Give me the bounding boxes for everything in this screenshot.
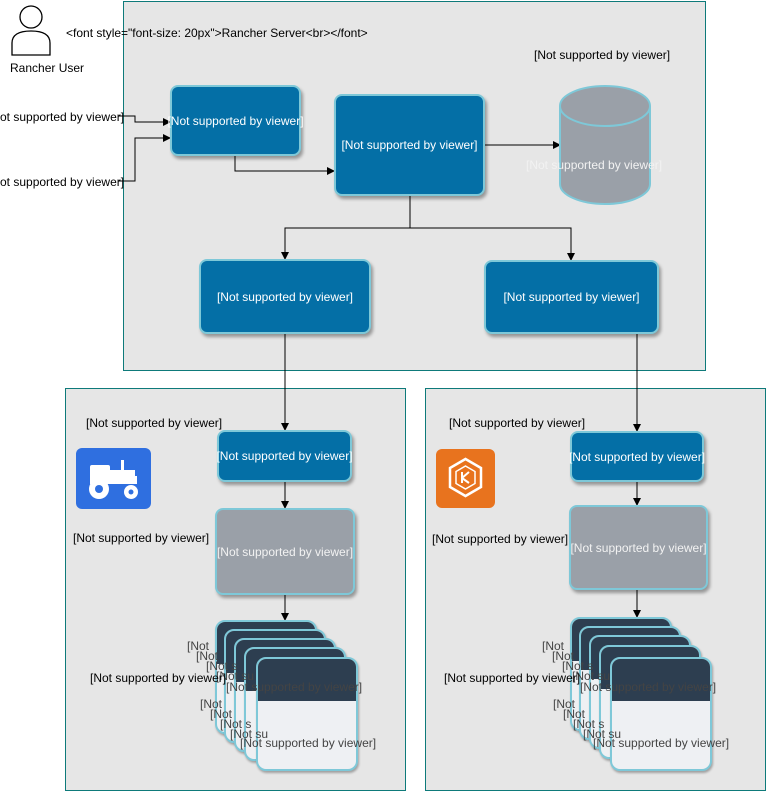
right-cluster-label: [Not supported by viewer] xyxy=(449,416,586,430)
child-box-right[interactable]: [Not supported by viewer] xyxy=(484,260,659,334)
right-stack-label-f: [Not xyxy=(553,697,576,711)
right-stack-label-i: [Not su xyxy=(583,727,622,741)
right-grey-side-label: [Not supported by viewer] xyxy=(432,532,569,546)
left-stack-label-j: [Not supported by viewer] xyxy=(240,736,377,750)
right-agent-label: [Not supported by viewer] xyxy=(568,449,706,464)
right-stack-label-j: [Not supported by viewer] xyxy=(593,736,730,750)
database-label: [Not supported by viewer] xyxy=(526,158,663,172)
left-stack-label-h: [Not s xyxy=(220,717,252,731)
right-grey-label: [Not supported by viewer] xyxy=(570,540,707,555)
right-node-card-5[interactable] xyxy=(610,657,712,771)
left-stack-label-f: [Not xyxy=(200,697,223,711)
right-stack-label-d: [Not su xyxy=(572,669,611,683)
left-stack-label-e: [Not supported by viewer] xyxy=(226,680,363,694)
kubernetes-icon xyxy=(436,449,495,508)
right-stack-label-e: [Not supported by viewer] xyxy=(580,680,717,694)
child-box-left[interactable]: [Not supported by viewer] xyxy=(199,259,371,334)
right-nodes-side-label: [Not supported by viewer] xyxy=(444,671,581,685)
left-grey-box[interactable]: [Not supported by viewer] xyxy=(215,508,355,595)
server-title-raw: <font style="font-size: 20px">Rancher Se… xyxy=(66,26,368,40)
right-agent-box[interactable]: [Not supported by viewer] xyxy=(568,431,706,482)
child-box-left-label: [Not supported by viewer] xyxy=(216,289,354,304)
left-stack-label-b: [Not xyxy=(196,649,219,663)
load-balancer-box[interactable]: [Not supported by viewer] xyxy=(167,85,304,156)
load-balancer-label: [Not supported by viewer] xyxy=(167,113,304,128)
server-label: [Not supported by viewer] xyxy=(534,48,671,62)
child-box-right-label: [Not supported by viewer] xyxy=(503,290,640,304)
left-grey-side-label: [Not supported by viewer] xyxy=(73,531,210,545)
rancher-server-box[interactable]: [Not supported by viewer] xyxy=(334,94,485,196)
left-agent-box[interactable]: [Not supported by viewer] xyxy=(216,430,353,482)
right-stack-label-c: [Not s xyxy=(562,659,594,673)
edge-server-to-children xyxy=(281,196,411,260)
right-stack-label-h: [Not s xyxy=(573,717,605,731)
database-icon[interactable] xyxy=(558,84,654,210)
left-stack-label-c: [Not s xyxy=(206,659,238,673)
user-label: Rancher User xyxy=(10,61,85,75)
edge-input-1 xyxy=(118,115,171,126)
left-cluster-label: [Not supported by viewer] xyxy=(86,416,223,430)
left-stack-label-i: [Not su xyxy=(230,727,269,741)
left-node-card-5[interactable] xyxy=(256,657,358,771)
edge-lb-to-server xyxy=(234,156,335,175)
right-grey-box[interactable]: [Not supported by viewer] xyxy=(569,505,708,590)
left-nodes-side-label: [Not supported by viewer] xyxy=(90,671,227,685)
right-stack-label-b: [Not xyxy=(552,649,575,663)
edge-input-2 xyxy=(118,134,171,182)
left-grey-label: [Not supported by viewer] xyxy=(216,544,354,559)
left-stack-label-d: [Not su xyxy=(216,669,255,683)
rancher-server-box-label: [Not supported by viewer] xyxy=(341,138,478,152)
left-stack-label-g: [Not xyxy=(210,707,233,721)
left-stack-label-a: [Not xyxy=(187,639,210,653)
input-label-2: ot supported by viewer] xyxy=(0,175,125,189)
tractor-icon xyxy=(76,448,151,509)
right-stack-label-a: [Not xyxy=(542,639,565,653)
left-agent-label: [Not supported by viewer] xyxy=(216,449,353,463)
edge-server-to-right xyxy=(410,227,575,261)
input-label-1: ot supported by viewer] xyxy=(0,110,125,124)
right-stack-label-g: [Not xyxy=(563,707,586,721)
user-icon xyxy=(11,5,51,56)
